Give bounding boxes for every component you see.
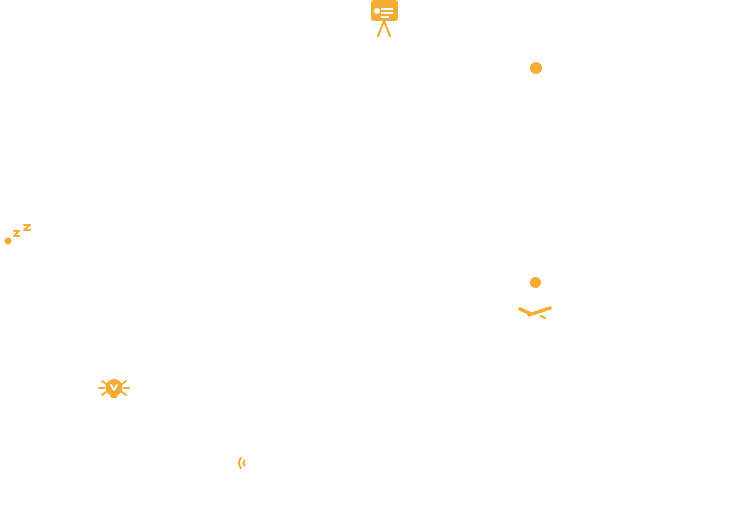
dot-icon [530,62,542,74]
light-bulb-icon [98,379,130,398]
wifi-signal-fragment-icon [238,457,246,469]
presentation-easel-icon [371,0,398,38]
dot-icon [530,277,541,288]
broken-skateboard-icon [518,306,552,320]
sleep-zzz-icon [4,224,31,245]
